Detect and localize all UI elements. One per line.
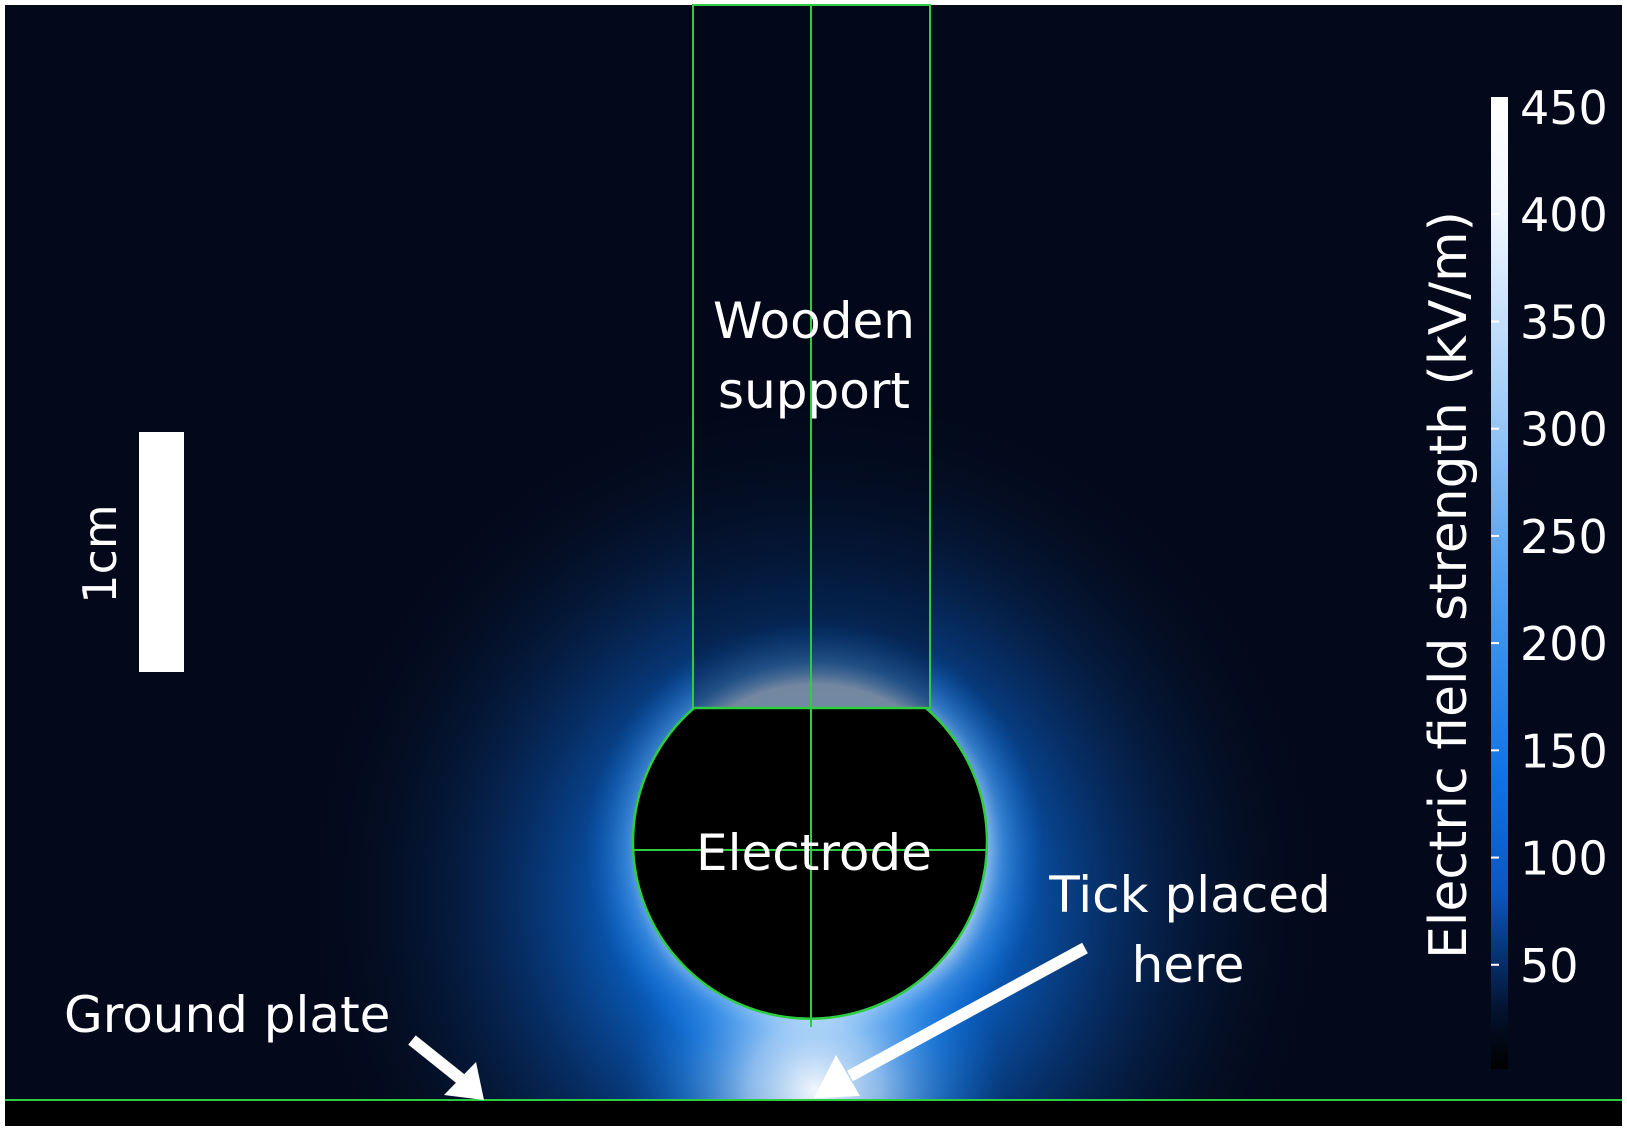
tick-arrow (814, 942, 1088, 1098)
colorbar-tick-label: 150 (1520, 724, 1608, 778)
wooden-support-label-line2: support (718, 362, 910, 420)
colorbar-tick-label: 400 (1520, 188, 1608, 242)
colorbar-gradient (1491, 97, 1508, 1069)
colorbar-tick-label: 300 (1520, 403, 1608, 457)
colorbar-tick-label: 450 (1520, 81, 1608, 135)
ground-plate-arrow (408, 1035, 484, 1100)
colorbar-tick-label: 100 (1520, 832, 1608, 886)
tick-label-line1: Tick placed (1048, 866, 1331, 924)
wooden-support-label-line1: Wooden (713, 292, 915, 350)
colorbar-ticks: 450 400 350 300 250 200 150 100 50 (1491, 81, 1608, 993)
ground-plate-label: Ground plate (64, 986, 390, 1044)
colorbar-tick-label: 250 (1520, 510, 1608, 564)
colorbar-tick-label: 50 (1520, 939, 1579, 993)
colorbar-tick-label: 200 (1520, 617, 1608, 671)
colorbar-title: Electric field strength (kV/m) (1419, 211, 1479, 959)
ground-plate (5, 1100, 1622, 1126)
colorbar: Electric field strength (kV/m) 450 400 350… (1419, 81, 1608, 1069)
scale-bar (139, 432, 184, 672)
tick-label-line2: here (1132, 936, 1245, 994)
colorbar-tick-label: 350 (1520, 295, 1608, 349)
scale-bar-label: 1cm (73, 504, 127, 603)
electrode-label: Electrode (696, 824, 932, 882)
